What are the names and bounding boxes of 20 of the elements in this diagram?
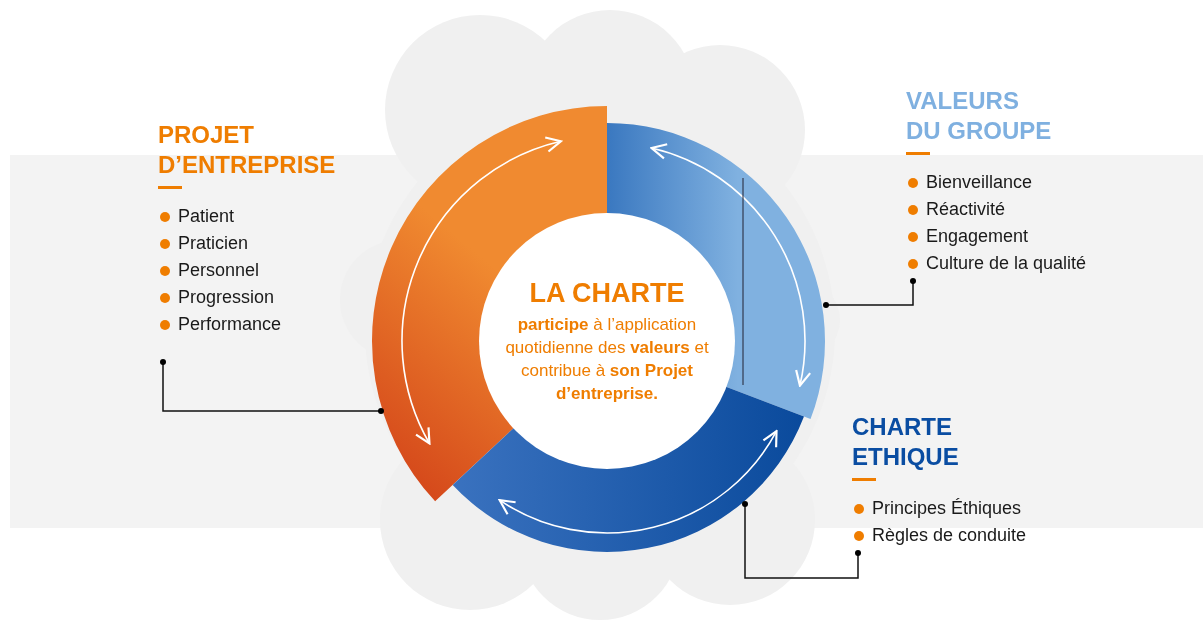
bullet-item: Patient (158, 203, 348, 230)
bullet-item: Culture de la qualité (906, 250, 1087, 277)
bullet-item: Personnel (158, 257, 348, 284)
ring-segment (452, 386, 804, 552)
bullet-item: Principes Éthiques (852, 495, 1027, 522)
bullet-item: Bienveillance (906, 169, 1087, 196)
bullet-item: Praticien (158, 230, 348, 257)
bullet-item: Engagement (906, 223, 1087, 250)
bullet-item: Progression (158, 284, 348, 311)
leader-line (160, 359, 384, 414)
center-title: LA CHARTE (529, 277, 685, 309)
group-heading: VALEURS DU GROUPE (906, 86, 1053, 146)
leader-line (742, 501, 861, 579)
bullet-item: Règles de conduite (852, 522, 1027, 549)
bullet-item: Performance (158, 311, 348, 338)
center-text: participe à l’application quotidienne des valeurs et contribue à son Projet d’entreprise. (504, 314, 710, 405)
group-heading: CHARTE ETHIQUE (852, 412, 960, 472)
bullet-item: Réactivité (906, 196, 1087, 223)
group-heading: PROJET D’ENTREPRISE (158, 120, 337, 180)
leader-line (823, 278, 916, 308)
